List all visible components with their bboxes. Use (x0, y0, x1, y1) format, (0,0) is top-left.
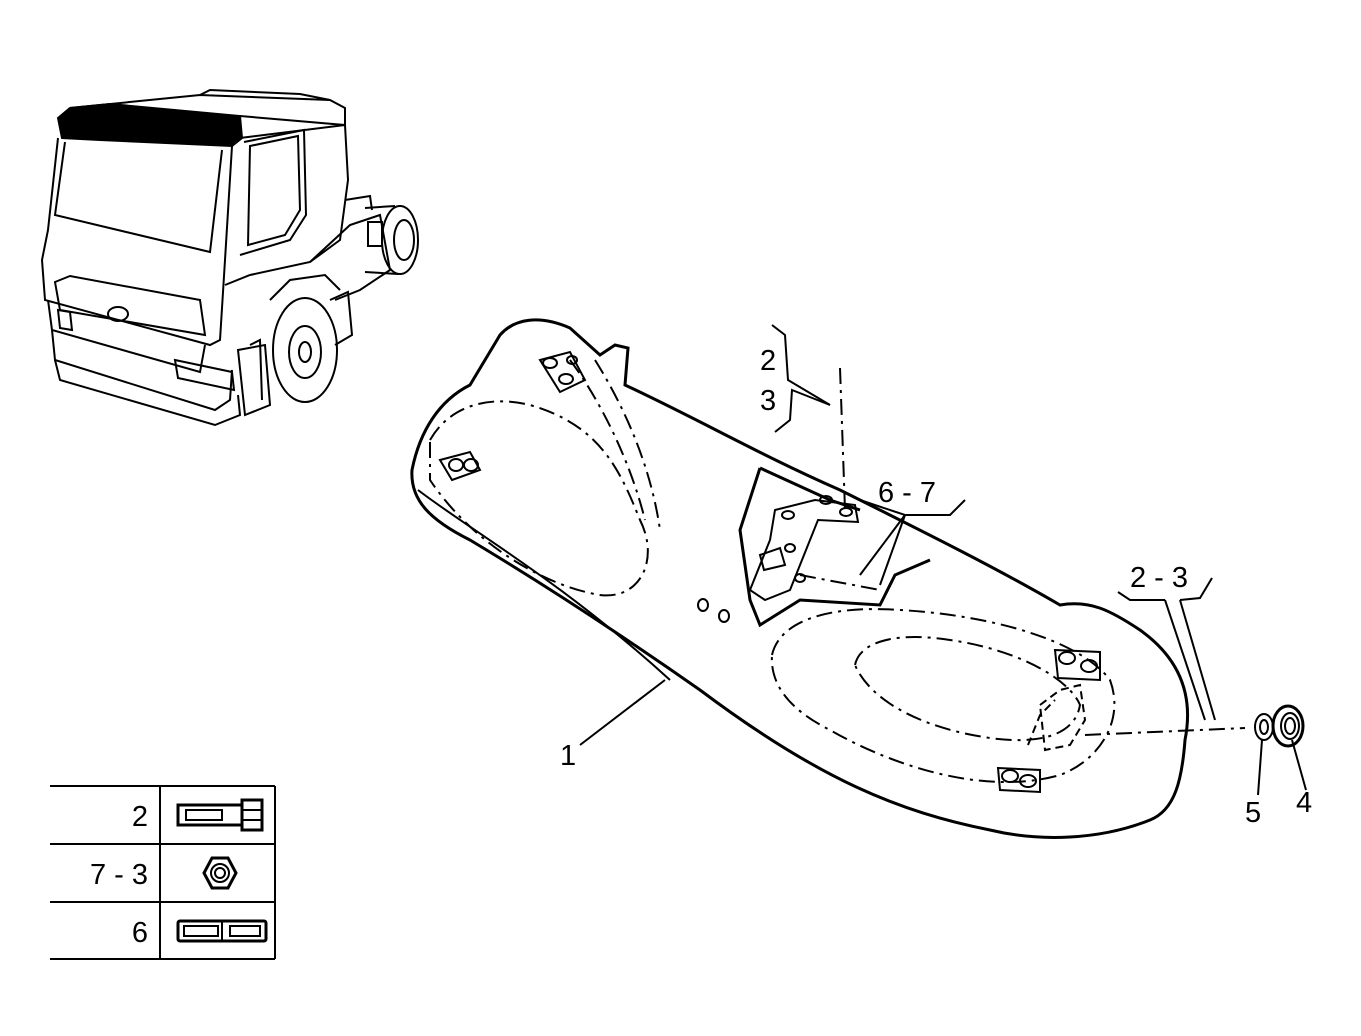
callout-4: 4 (1296, 787, 1312, 819)
legend-row-2-number: 7 - 3 (90, 859, 148, 891)
washer-part (1254, 713, 1274, 741)
bracket (748, 495, 860, 602)
nut-icon (202, 856, 238, 890)
leader-lines (579, 324, 1307, 796)
legend-row-3-number: 6 (132, 917, 148, 949)
callout-3: 3 (760, 385, 776, 417)
truck-cab-illustration (40, 88, 419, 427)
nut-part (1271, 704, 1305, 748)
stud-icon (176, 919, 268, 943)
fastener-legend-table: 2 7 - 3 6 (50, 785, 276, 960)
legend-row-1-number: 2 (132, 801, 148, 833)
callout-6-7: 6 - 7 (878, 477, 936, 509)
callout-1: 1 (560, 740, 576, 772)
sun-visor-part (410, 318, 1190, 839)
callout-2: 2 (760, 345, 776, 377)
bolt-icon (176, 798, 264, 832)
callout-5: 5 (1245, 797, 1261, 829)
callout-2-3: 2 - 3 (1130, 562, 1188, 594)
mounting-holes (438, 350, 1101, 794)
